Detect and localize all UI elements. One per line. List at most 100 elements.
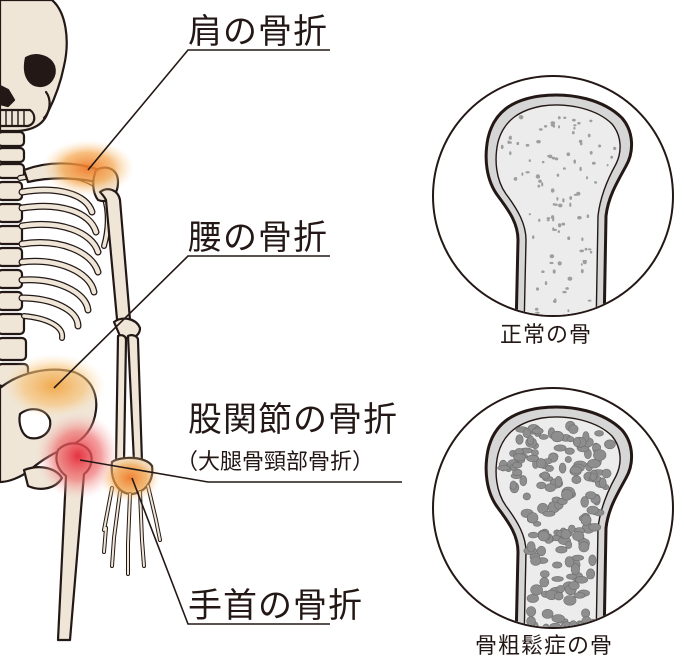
bone-pore bbox=[509, 151, 511, 155]
bone-pore bbox=[557, 585, 565, 592]
bone-pore bbox=[498, 466, 510, 471]
bone-pore bbox=[538, 185, 541, 188]
bone-pore bbox=[602, 469, 611, 478]
bone-pore bbox=[586, 176, 588, 179]
bone-pore bbox=[526, 607, 535, 617]
bone-pore bbox=[536, 174, 540, 178]
bone-pore bbox=[586, 569, 594, 579]
bone-pore bbox=[531, 557, 541, 566]
bone-pore bbox=[526, 171, 530, 173]
bone-pore bbox=[569, 196, 572, 200]
bone-pore bbox=[585, 248, 588, 251]
bone-pore bbox=[570, 467, 582, 474]
bone-pore bbox=[556, 197, 558, 201]
bone-pore bbox=[561, 529, 571, 539]
bone-pore bbox=[509, 137, 511, 140]
bone-pore bbox=[590, 151, 593, 155]
bone-pore bbox=[542, 161, 545, 163]
bone-pore bbox=[557, 174, 560, 177]
bone-pore bbox=[542, 609, 553, 618]
bone-pore bbox=[520, 476, 527, 486]
bone-pore bbox=[572, 476, 581, 484]
bone-pore bbox=[566, 541, 572, 548]
bone-pore bbox=[593, 450, 606, 461]
bone-pore bbox=[537, 482, 546, 489]
bone-pore bbox=[556, 546, 567, 553]
bone-pore bbox=[595, 431, 604, 437]
bone-pore bbox=[581, 515, 591, 526]
bone-pore bbox=[590, 251, 592, 254]
bone-pore bbox=[552, 615, 565, 623]
bone-pore bbox=[536, 458, 545, 468]
bone-pore bbox=[543, 511, 555, 516]
bone-pore bbox=[521, 172, 523, 175]
bone-pore bbox=[538, 219, 540, 222]
bone-pore bbox=[544, 125, 547, 128]
bone-pore bbox=[540, 577, 549, 587]
bone-pore bbox=[516, 142, 519, 145]
bone-pore bbox=[594, 181, 597, 184]
bone-pore bbox=[545, 484, 556, 492]
bone-pore bbox=[572, 555, 584, 560]
bone-pore bbox=[551, 431, 563, 442]
bone-pore bbox=[613, 147, 616, 150]
bone-pore bbox=[538, 531, 549, 541]
bone-pore bbox=[523, 493, 530, 500]
bone-pore bbox=[535, 312, 540, 314]
bone-pore bbox=[532, 428, 543, 434]
bone-pore bbox=[527, 513, 538, 524]
bone-pore bbox=[537, 546, 546, 556]
bone-pore bbox=[535, 308, 539, 311]
bone-pore bbox=[554, 592, 563, 600]
bone-pore bbox=[538, 180, 542, 183]
bone-pore bbox=[562, 291, 566, 293]
bone-pore bbox=[558, 223, 561, 227]
bone-pore bbox=[588, 248, 592, 250]
skull bbox=[0, 0, 67, 131]
bone-pore bbox=[587, 506, 599, 514]
bone-pore bbox=[541, 472, 549, 479]
bone-pore bbox=[536, 140, 541, 143]
bone-pore bbox=[590, 473, 597, 480]
bone-pore bbox=[552, 576, 564, 581]
bone-pore bbox=[532, 235, 534, 239]
bone-pore bbox=[581, 497, 589, 508]
bone-pore bbox=[567, 309, 569, 312]
osteoporosis-bone-figure bbox=[433, 388, 673, 645]
bone-pore bbox=[551, 188, 555, 192]
bone-pore bbox=[558, 230, 560, 233]
bone-pore bbox=[579, 542, 589, 552]
bone-pore bbox=[547, 219, 550, 221]
bone-pore bbox=[558, 125, 560, 128]
bone-pore bbox=[565, 287, 569, 290]
bone-pore bbox=[531, 585, 543, 595]
bone-pore bbox=[558, 204, 562, 208]
bone-pore bbox=[574, 437, 581, 446]
bone-pore bbox=[513, 462, 522, 468]
ribcage bbox=[20, 175, 108, 338]
bone-pore bbox=[536, 287, 539, 290]
bone-pore bbox=[501, 145, 504, 149]
bone-pore bbox=[541, 182, 543, 186]
bone-pore bbox=[572, 131, 575, 134]
bone-pore bbox=[604, 440, 615, 449]
bone-pore bbox=[551, 124, 555, 127]
wrist-fracture-label: 手首の骨折 bbox=[188, 578, 363, 627]
skeleton-illustration bbox=[0, 0, 160, 640]
bone-pore bbox=[554, 298, 556, 301]
bone-pore bbox=[558, 261, 562, 265]
bone-pore bbox=[552, 227, 554, 231]
bone-pore bbox=[527, 594, 539, 602]
normal-bone-caption: 正常の骨 bbox=[500, 317, 592, 349]
bone-pore bbox=[574, 194, 578, 196]
bone-pore bbox=[545, 465, 553, 471]
bone-pore bbox=[565, 448, 574, 455]
bone-pore bbox=[561, 489, 572, 500]
bone-pore bbox=[610, 156, 613, 159]
bone-pore bbox=[527, 542, 535, 552]
bone-pore bbox=[589, 120, 592, 123]
bone-pore bbox=[514, 454, 526, 461]
spine-fracture-label: 腰の骨折 bbox=[188, 210, 328, 259]
bone-pore bbox=[562, 198, 564, 202]
